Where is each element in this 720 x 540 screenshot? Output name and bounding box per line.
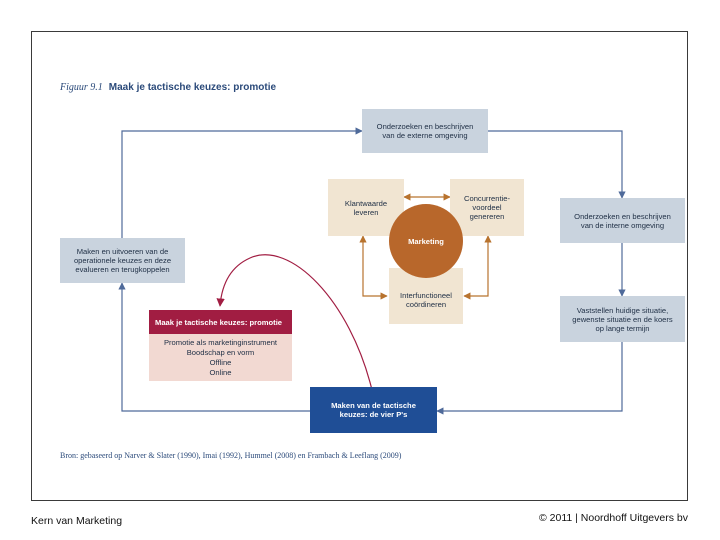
node-concurrentie: Concurrentie- voordeel genereren [450,179,524,236]
promo-box: Maak je tactische keuzes: promotie Promo… [149,310,292,381]
figure-title-text: Maak je tactische keuzes: promotie [108,82,277,93]
node-intern: Onderzoeken en beschrijven van de intern… [560,198,685,243]
edge-concurrentie-interfunctioneel [463,235,492,300]
edge-uitvoeren-to-extern [121,127,363,238]
footer-left: Kern van Marketing [31,515,123,527]
promo-title: Maak je tactische keuzes: promotie [149,310,292,334]
promo-item: Online [209,368,232,377]
edge-situatie-to-tactisch [436,342,623,415]
node-extern: Onderzoeken en beschrijven van de extern… [362,109,488,153]
figure-label: Figuur 9.1 [60,82,103,93]
edge-tactisch-to-promo-curve [216,254,373,391]
edge-tactisch-to-uitvoeren [118,282,310,412]
node-situatie: Vaststellen huidige situatie, gewenste s… [560,296,685,342]
promo-item: Boodschap en vorm [186,348,255,357]
edge-klantwaarde-interfunctioneel [359,235,388,300]
figure-title: Figuur 9.1 Maak je tactische keuzes: prom… [60,82,276,93]
node-uitvoeren: Maken en uitvoeren van de operationele k… [60,238,185,283]
source-note: Bron: gebaseerd op Narver & Slater (1990… [60,451,402,460]
promo-item: Promotie als marketinginstrument [163,338,278,347]
promo-item: Offline [209,358,232,367]
node-marketing: Marketing [389,204,463,278]
footer-copyright: © 2011 | Noordhoff Uitgevers bv [539,512,688,524]
node-tactisch: Maken van de tactische keuzes: de vier P… [310,387,437,433]
promo-list: Promotie als marketinginstrument Boodsch… [149,334,292,378]
edge-extern-to-intern [488,130,626,199]
